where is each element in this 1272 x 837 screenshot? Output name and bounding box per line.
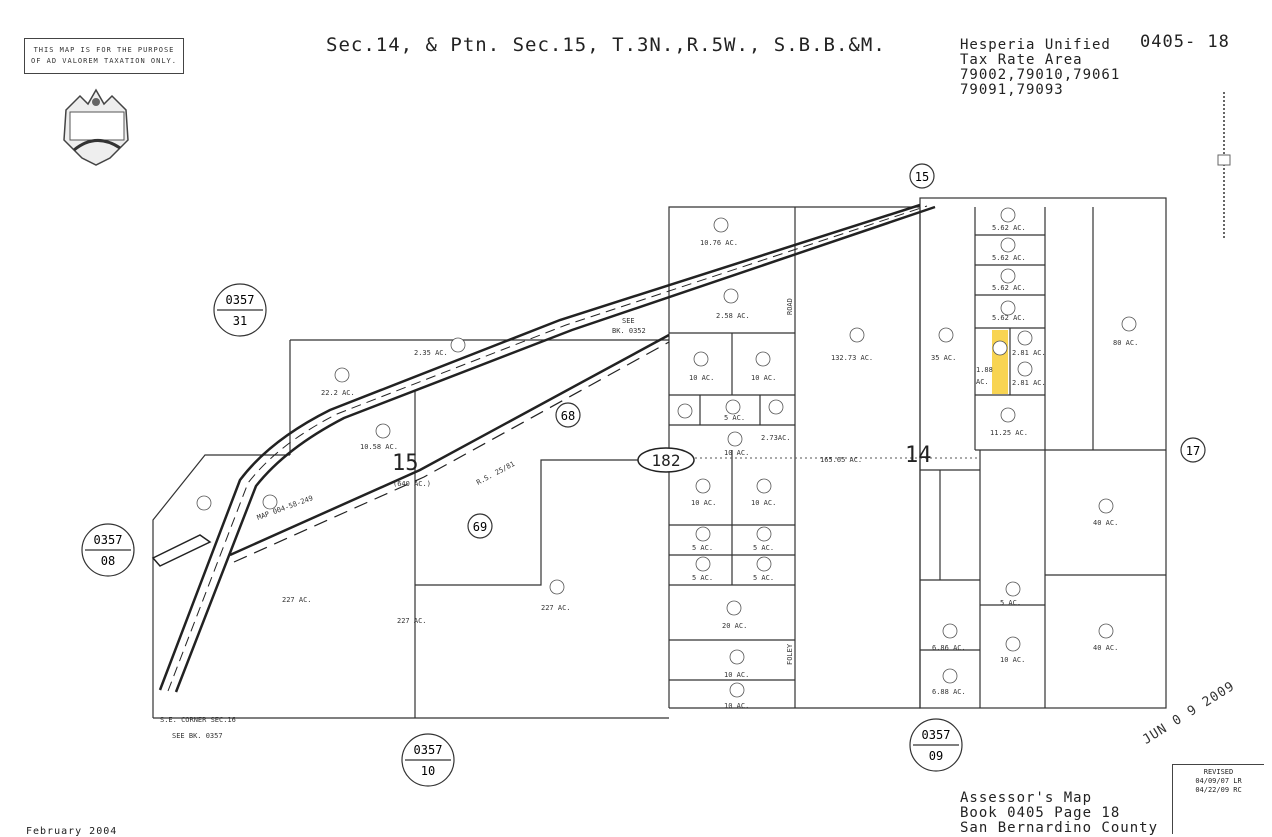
svg-text:5.62 AC.: 5.62 AC. <box>992 284 1026 292</box>
district-line4: 79091,79093 <box>960 82 1064 98</box>
svg-text:165.65 AC.: 165.65 AC. <box>820 456 862 464</box>
highlighted-parcel[interactable] <box>992 330 1008 394</box>
district-line2: Tax Rate Area <box>960 52 1083 68</box>
map-date: February 2004 <box>26 826 118 837</box>
circle-15: 15 <box>915 170 929 184</box>
svg-text:132.73 AC.: 132.73 AC. <box>831 354 873 362</box>
svg-text:22.2 AC.: 22.2 AC. <box>321 389 355 397</box>
svg-text:5 AC.: 5 AC. <box>1000 599 1021 607</box>
svg-text:2.81 AC.: 2.81 AC. <box>1012 379 1046 387</box>
svg-text:80 AC.: 80 AC. <box>1113 339 1138 347</box>
svg-text:35 AC.: 35 AC. <box>931 354 956 362</box>
svg-text:10.76 AC.: 10.76 AC. <box>700 239 738 247</box>
svg-text:10 AC.: 10 AC. <box>751 374 776 382</box>
svg-text:1.88: 1.88 <box>976 366 993 374</box>
footer-line2: Book 0405 Page 18 <box>960 805 1121 821</box>
svg-text:FOLEY: FOLEY <box>786 643 794 665</box>
revised-label: REVISED <box>1203 768 1234 776</box>
svg-text:BK. 0352: BK. 0352 <box>612 327 646 335</box>
svg-text:10 AC.: 10 AC. <box>1000 656 1025 664</box>
svg-text:5.62 AC.: 5.62 AC. <box>992 254 1026 262</box>
svg-text:10 AC.: 10 AC. <box>724 449 749 457</box>
tax-district-block: Hesperia Unified Tax Rate Area 79002,790… <box>960 38 1120 98</box>
svg-text:5 AC.: 5 AC. <box>724 414 745 422</box>
svg-text:AC.: AC. <box>976 378 989 386</box>
disclaimer-line2: OF AD VALOREM TAXATION ONLY. <box>30 57 177 65</box>
circle-69: 69 <box>473 520 487 534</box>
freeway-i15 <box>151 203 936 693</box>
adj-page-3: 10 <box>421 764 435 778</box>
footer-line1: Assessor's Map <box>960 790 1093 806</box>
svg-text:SEE: SEE <box>622 317 635 325</box>
road-182-marker <box>637 447 695 473</box>
adj-book-4: 0357 <box>922 728 951 742</box>
circle-68: 68 <box>561 409 575 423</box>
parcel-labels: 10.76 AC. 2.58 AC. 132.73 AC. 35 AC. 10 … <box>160 224 1138 740</box>
county-seal-icon <box>63 88 129 166</box>
map-title: Sec.14, & Ptn. Sec.15, T.3N.,R.5W., S.B.… <box>326 34 886 56</box>
revised-2: 04/22/09 RC <box>1195 786 1242 794</box>
footer-line3: San Bernardino County <box>960 820 1159 836</box>
svg-text:2.35 AC.: 2.35 AC. <box>414 349 448 357</box>
adj-book-3: 0357 <box>414 743 443 757</box>
svg-text:10.58 AC.: 10.58 AC. <box>360 443 398 451</box>
parcel-number-circles <box>196 207 1137 698</box>
svg-text:5 AC.: 5 AC. <box>753 574 774 582</box>
adj-page-4: 09 <box>929 749 943 763</box>
svg-text:10 AC.: 10 AC. <box>689 374 714 382</box>
adj-page-1: 31 <box>233 314 247 328</box>
svg-text:40 AC.: 40 AC. <box>1093 519 1118 527</box>
svg-text:ROAD: ROAD <box>786 298 794 315</box>
road-182-label: 182 <box>652 451 681 470</box>
svg-text:6.86 AC.: 6.86 AC. <box>932 644 966 652</box>
svg-text:6.88 AC.: 6.88 AC. <box>932 688 966 696</box>
svg-text:SEE BK. 0357: SEE BK. 0357 <box>172 732 223 740</box>
svg-text:10 AC.: 10 AC. <box>691 499 716 507</box>
svg-text:227 AC.: 227 AC. <box>541 604 571 612</box>
adj-page-2: 08 <box>101 554 115 568</box>
section-15-label: 15 <box>392 451 419 476</box>
svg-text:5.62 AC.: 5.62 AC. <box>992 314 1026 322</box>
svg-text:2.58 AC.: 2.58 AC. <box>716 312 750 320</box>
district-line3: 79002,79010,79061 <box>960 67 1121 83</box>
svg-text:10 AC.: 10 AC. <box>724 702 749 710</box>
disclaimer-box: THIS MAP IS FOR THE PURPOSE OF AD VALORE… <box>24 38 184 74</box>
adj-book-1: 0357 <box>226 293 255 307</box>
svg-text:2.73AC.: 2.73AC. <box>761 434 791 442</box>
revised-1: 04/09/07 LR <box>1195 777 1242 785</box>
svg-text:227 AC.: 227 AC. <box>397 617 427 625</box>
district-line1: Hesperia Unified <box>960 37 1111 53</box>
svg-text:2.81 AC.: 2.81 AC. <box>1012 349 1046 357</box>
svg-text:10 AC.: 10 AC. <box>751 499 776 507</box>
svg-text:5 AC.: 5 AC. <box>692 544 713 552</box>
revision-box: REVISED 04/09/07 LR 04/22/09 RC <box>1172 764 1264 834</box>
adj-book-2: 0357 <box>94 533 123 547</box>
section-area-label: (640 AC.) <box>393 480 431 488</box>
svg-text:227 AC.: 227 AC. <box>282 596 312 604</box>
footer-block: Assessor's Map Book 0405 Page 18 San Ber… <box>960 791 1158 836</box>
book-page-number: 0405- 18 <box>1140 32 1230 52</box>
svg-text:R.S. 25/81: R.S. 25/81 <box>475 460 516 487</box>
disclaimer-line1: THIS MAP IS FOR THE PURPOSE <box>33 46 175 54</box>
svg-text:5.62 AC.: 5.62 AC. <box>992 224 1026 232</box>
adjacent-map-circles <box>81 163 1206 787</box>
svg-text:11.25 AC.: 11.25 AC. <box>990 429 1028 437</box>
svg-text:40 AC.: 40 AC. <box>1093 644 1118 652</box>
section-14-label: 14 <box>905 443 932 468</box>
svg-text:5 AC.: 5 AC. <box>692 574 713 582</box>
circle-17: 17 <box>1186 444 1200 458</box>
svg-text:20 AC.: 20 AC. <box>722 622 747 630</box>
scale-bar <box>1217 92 1231 240</box>
svg-text:5 AC.: 5 AC. <box>753 544 774 552</box>
svg-text:10 AC.: 10 AC. <box>724 671 749 679</box>
svg-text:S.E. CORNER SEC.16: S.E. CORNER SEC.16 <box>160 716 236 724</box>
parcel-lines <box>152 197 1167 719</box>
